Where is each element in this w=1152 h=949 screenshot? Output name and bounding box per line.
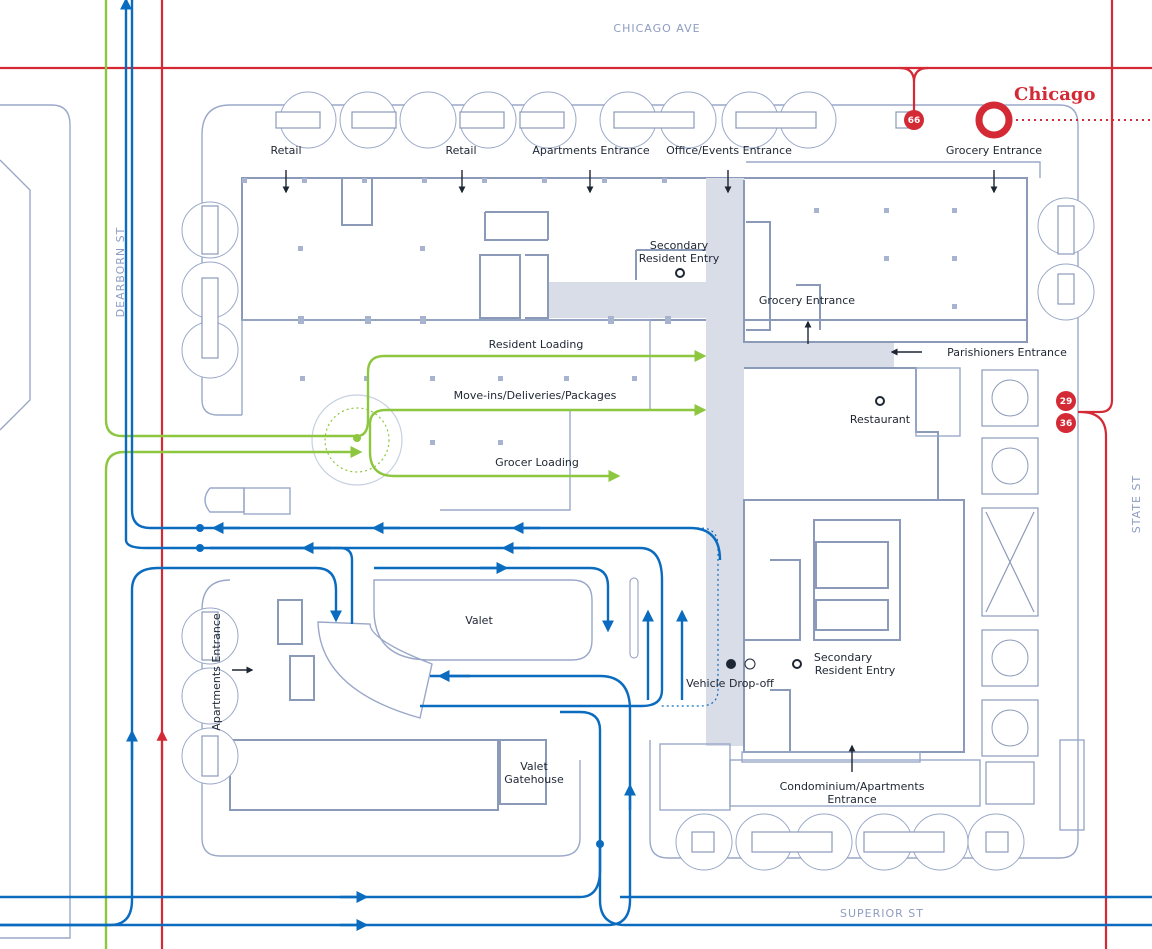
street-dearborn-st: DEARBORN ST bbox=[114, 227, 127, 318]
blue-route-1 bbox=[130, 0, 722, 561]
blue-node-3 bbox=[596, 840, 604, 848]
label-secondary-north-2: Resident Entry bbox=[639, 252, 720, 265]
blue-node-1 bbox=[196, 524, 204, 532]
bus-stop-36 bbox=[1056, 413, 1076, 433]
site-block-outline bbox=[230, 104, 1079, 859]
street-chicago-ave: CHICAGO AVE bbox=[613, 22, 700, 35]
secondary-entry-marker-north bbox=[675, 268, 685, 278]
green-route-west bbox=[104, 0, 357, 438]
corridor-vertical bbox=[706, 178, 744, 746]
grocery-hall bbox=[743, 178, 1028, 343]
label-retail-1: Retail bbox=[270, 144, 301, 157]
label-valet: Valet bbox=[465, 614, 493, 627]
label-office-events-entrance: Office/Events Entrance bbox=[666, 144, 792, 157]
label-apartments-entrance-west: Apartments Entrance bbox=[210, 613, 223, 731]
street-superior-st: SUPERIOR ST bbox=[840, 907, 924, 920]
route-29-label: 29 bbox=[1060, 397, 1073, 407]
label-valet-gatehouse-2: Gatehouse bbox=[504, 773, 564, 786]
label-secondary-south-2: Resident Entry bbox=[815, 664, 896, 677]
corridor-east bbox=[744, 342, 894, 368]
label-secondary-north-1: Secondary bbox=[650, 239, 709, 252]
label-parishioners-entrance: Parishioners Entrance bbox=[947, 346, 1067, 359]
service-box bbox=[659, 743, 731, 811]
west-building-inner bbox=[0, 159, 31, 431]
dropoff-marker bbox=[726, 659, 736, 669]
secondary-entry-marker-south bbox=[792, 659, 802, 669]
green-grocer-loading bbox=[368, 451, 621, 482]
red-line-east-vertical bbox=[1078, 0, 1114, 949]
loading-dock-area bbox=[241, 319, 651, 511]
label-grocer-loading: Grocer Loading bbox=[495, 456, 579, 469]
label-restaurant: Restaurant bbox=[850, 413, 911, 426]
dropoff-door-icon bbox=[744, 658, 756, 670]
route-36-label: 36 bbox=[1060, 419, 1073, 429]
condo-lobby bbox=[741, 751, 921, 763]
entry-arrows bbox=[232, 170, 998, 772]
restaurant-block bbox=[744, 367, 939, 501]
blue-route-8 bbox=[598, 840, 1152, 927]
north-building-outline bbox=[201, 104, 242, 416]
label-retail-2: Retail bbox=[445, 144, 476, 157]
label-apartments-entrance-north: Apartments Entrance bbox=[532, 144, 650, 157]
corridor-horizontal bbox=[548, 282, 708, 318]
turntable-outer bbox=[311, 394, 403, 486]
grocery-room bbox=[746, 221, 821, 331]
blue-route-7 bbox=[0, 710, 602, 899]
north-wall-brick bbox=[746, 161, 1041, 178]
secondary-entry-room bbox=[635, 249, 706, 280]
bus-stop-29 bbox=[1056, 391, 1076, 411]
valet-island bbox=[373, 579, 593, 661]
turntable-inner bbox=[324, 407, 390, 473]
green-route-up bbox=[104, 446, 363, 949]
brick-band-east bbox=[915, 367, 961, 437]
se-building bbox=[743, 499, 965, 753]
sw-room-1 bbox=[277, 599, 303, 645]
partition-c bbox=[341, 178, 373, 226]
blue-route-4 bbox=[210, 546, 354, 624]
sw-building bbox=[229, 739, 499, 811]
route-66-label: 66 bbox=[908, 116, 921, 126]
west-building-outline bbox=[0, 104, 71, 939]
street-state-st: STATE ST bbox=[1130, 475, 1143, 533]
sw-block bbox=[201, 579, 581, 857]
label-move-ins: Move-ins/Deliveries/Packages bbox=[454, 389, 617, 402]
blue-dotted-dropoff bbox=[612, 527, 719, 707]
bollard-box bbox=[243, 487, 291, 515]
label-condo-entrance-2: Entrance bbox=[827, 793, 877, 806]
sw-room-2 bbox=[289, 655, 315, 701]
blue-route-5 bbox=[374, 566, 614, 633]
green-move-ins bbox=[368, 404, 707, 452]
street-trees bbox=[181, 91, 1095, 871]
blue-route-6 bbox=[0, 674, 632, 927]
green-resident-loading bbox=[356, 350, 707, 438]
bus-stop-66 bbox=[904, 110, 924, 130]
ramp bbox=[317, 621, 433, 719]
label-resident-loading: Resident Loading bbox=[489, 338, 584, 351]
label-secondary-south-1: Secondary bbox=[814, 651, 873, 664]
partition-b bbox=[479, 254, 549, 319]
label-grocery-entrance-north: Grocery Entrance bbox=[946, 144, 1042, 157]
east-kiosk bbox=[1059, 739, 1085, 831]
blue-node-2 bbox=[196, 544, 204, 552]
east-garden-planters bbox=[981, 369, 1039, 805]
island-west bbox=[204, 487, 245, 513]
label-condo-entrance-1: Condominium/Apartments bbox=[780, 780, 925, 793]
blue-route-2 bbox=[120, 0, 664, 708]
partition-a bbox=[484, 211, 549, 241]
label-valet-gatehouse-1: Valet bbox=[520, 760, 548, 773]
red-branch-66 bbox=[899, 66, 929, 112]
label-grocery-entrance-inner: Grocery Entrance bbox=[759, 294, 855, 307]
green-node bbox=[353, 434, 361, 442]
station-label-chicago: Chicago bbox=[1014, 84, 1095, 105]
label-vehicle-dropoff: Vehicle Drop-off bbox=[686, 677, 774, 690]
se-rooms bbox=[744, 519, 901, 752]
chicago-station-icon bbox=[975, 101, 1013, 139]
valet-bollards bbox=[629, 577, 639, 659]
columns-north bbox=[242, 178, 957, 445]
restaurant-marker bbox=[875, 396, 885, 406]
valet-gatehouse bbox=[499, 739, 547, 805]
blue-route-3 bbox=[0, 566, 342, 927]
